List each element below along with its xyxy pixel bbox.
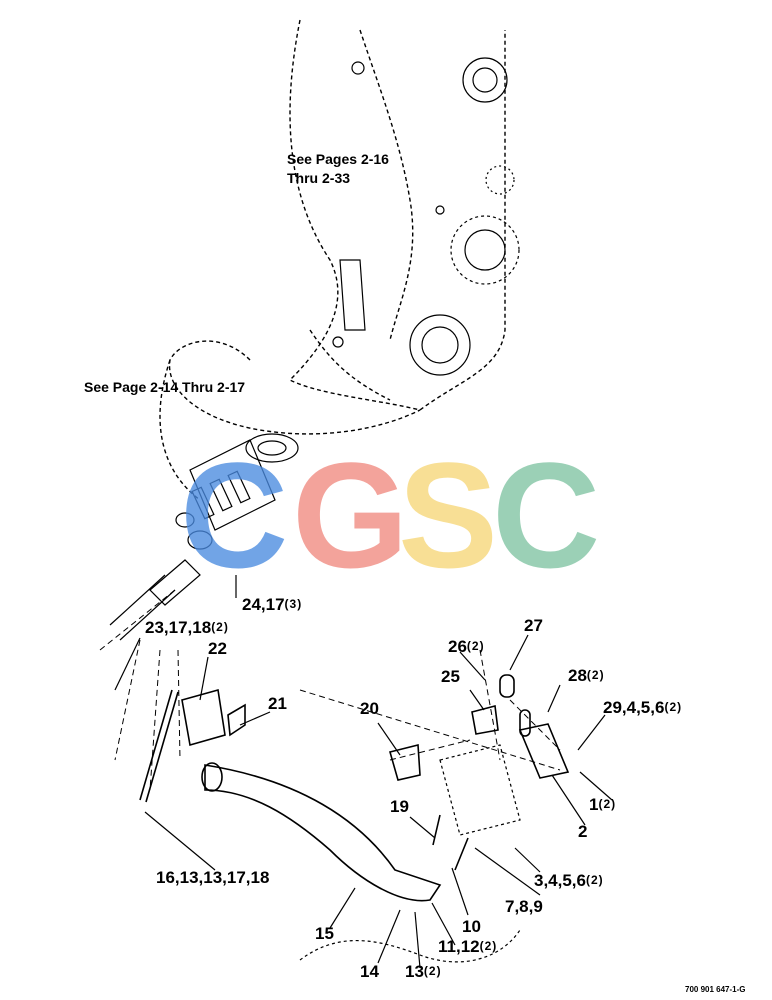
callout-23-text: 23,17,18 xyxy=(145,618,212,637)
callout-24-qty: (3) xyxy=(284,597,303,611)
note-left: See Page 2-14 Thru 2-17 xyxy=(84,379,246,395)
callout-22-text: 22 xyxy=(208,639,227,658)
callout-24: 24,17(3) xyxy=(242,596,302,613)
note-upper: See Pages 2-16 Thru 2-33 xyxy=(287,150,389,188)
shaft-centerlines xyxy=(99,589,561,791)
callout-11-qty: (2) xyxy=(479,939,498,953)
callout-25: 25 xyxy=(441,668,460,685)
watermark-letter-4: C xyxy=(492,431,601,599)
callout-13-text: 13 xyxy=(405,962,424,981)
callout-7-text: 7,8,9 xyxy=(505,897,543,916)
figure-code: 700 901 647-1-G xyxy=(685,985,746,994)
leader-lines xyxy=(114,575,613,969)
callout-14: 14 xyxy=(360,963,379,980)
callout-28: 28(2) xyxy=(568,667,605,684)
callout-29: 29,4,5,6(2) xyxy=(603,699,682,716)
arm-assembly xyxy=(139,674,570,902)
callout-7: 7,8,9 xyxy=(505,898,543,915)
watermark-letter-3: S xyxy=(398,431,499,599)
watermark-letter-1: C xyxy=(180,431,289,599)
callout-13-qty: (2) xyxy=(423,964,442,978)
callout-24-text: 24,17 xyxy=(242,595,285,614)
callout-16-text: 16,13,13,17,18 xyxy=(156,868,270,887)
mounting-plate xyxy=(299,744,521,963)
callout-26-qty: (2) xyxy=(466,639,485,653)
callout-28-qty: (2) xyxy=(586,668,605,682)
callout-3-text: 3,4,5,6 xyxy=(534,871,586,890)
callout-3-qty: (2) xyxy=(586,873,604,887)
callout-25-text: 25 xyxy=(441,667,460,686)
callout-23-qty: (2) xyxy=(211,620,229,634)
callout-19: 19 xyxy=(390,798,409,815)
callout-2-text: 2 xyxy=(578,822,588,841)
callout-23: 23,17,18(2) xyxy=(145,619,229,636)
callout-21-text: 21 xyxy=(268,694,287,713)
housing-details xyxy=(245,57,520,463)
note-upper-line-1: See Pages 2-16 xyxy=(287,151,389,167)
hub-assembly xyxy=(109,439,276,641)
housing-outline xyxy=(159,19,506,501)
note-upper-line-2: Thru 2-33 xyxy=(287,170,351,186)
callout-11: 11,12(2) xyxy=(438,938,497,955)
callout-3: 3,4,5,6(2) xyxy=(534,872,604,889)
callout-1: 1(2) xyxy=(589,796,616,813)
callout-27-text: 27 xyxy=(524,616,543,635)
callout-1-text: 1 xyxy=(589,795,599,814)
callout-14-text: 14 xyxy=(360,962,379,981)
callout-21: 21 xyxy=(268,695,287,712)
callout-29-qty: (2) xyxy=(664,700,683,714)
callout-20: 20 xyxy=(360,700,379,717)
callout-13: 13(2) xyxy=(405,963,442,980)
callout-26: 26(2) xyxy=(448,638,485,655)
watermark-letter-2: G xyxy=(292,431,409,599)
callout-19-text: 19 xyxy=(390,797,409,816)
callout-15-text: 15 xyxy=(315,924,334,943)
callout-10: 10 xyxy=(462,918,481,935)
callout-29-text: 29,4,5,6 xyxy=(603,698,665,717)
callout-10-text: 10 xyxy=(462,917,481,936)
callout-22: 22 xyxy=(208,640,227,657)
callout-26-text: 26 xyxy=(448,637,467,656)
callout-1-qty: (2) xyxy=(598,797,617,811)
callout-28-text: 28 xyxy=(568,666,587,685)
callout-15: 15 xyxy=(315,925,334,942)
callout-20-text: 20 xyxy=(360,699,379,718)
callout-16: 16,13,13,17,18 xyxy=(156,869,269,886)
callout-27: 27 xyxy=(524,617,543,634)
callout-2: 2 xyxy=(578,823,587,840)
callout-11-text: 11,12 xyxy=(438,937,480,956)
